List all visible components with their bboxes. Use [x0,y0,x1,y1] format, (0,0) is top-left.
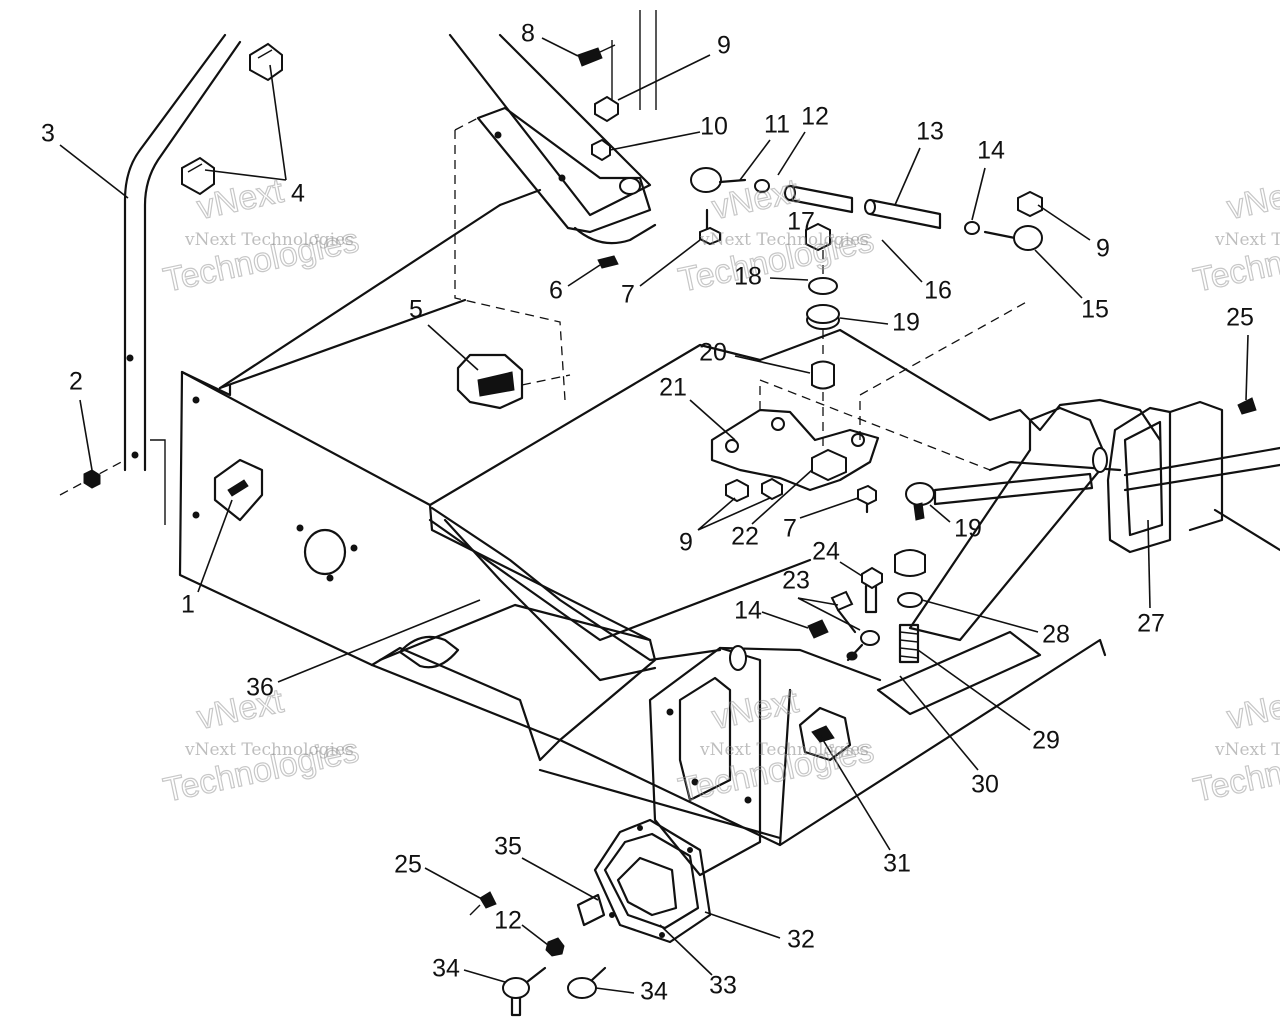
callout-22: 22 [731,523,759,551]
watermark-line1: vNext Technologies [699,740,869,760]
callout-6: 6 [549,277,563,305]
nut-22 [761,477,783,501]
callout-29: 29 [1032,727,1060,755]
center-channel [430,506,722,682]
bolt-8 [577,44,616,67]
mount-pad-5 [456,353,571,410]
mount-pad-31 [798,706,852,762]
callout-19: 19 [954,515,982,543]
callout-2: 2 [69,368,83,396]
watermark-line2: vNext [1224,682,1280,737]
steering-plate [710,299,1031,492]
tie-rod-right [905,472,1094,521]
bolt-25-lower [469,891,497,916]
watermark-line1: vNext Technologies [184,740,354,760]
bushing-top [249,42,283,82]
callout-1: 1 [181,591,195,619]
callout-34: 34 [432,955,460,983]
rod-end-34-right [567,966,607,999]
callout-23: 23 [782,567,810,595]
callout-7: 7 [783,515,797,543]
tie-rod-upper [690,167,1043,251]
callout-7: 7 [621,281,635,309]
nut-9-plate-a [725,478,749,503]
watermark-line1: vNext Technologies [184,230,354,250]
callout-15: 15 [1081,296,1109,324]
bolt-7-upper [699,208,721,246]
callout-4: 4 [291,180,305,208]
leader-lines [59,37,1249,994]
frame-plate [178,188,1162,847]
nut-9-right [1017,190,1043,218]
callout-21: 21 [659,374,687,402]
callout-31: 31 [883,850,911,878]
bolt-6 [597,255,619,269]
rod-end-34-left [502,966,547,1017]
watermark-line1: vNext Technologies [1214,740,1280,760]
callout-19: 19 [892,309,920,337]
callout-9: 9 [717,32,731,60]
callout-32: 32 [787,926,815,954]
bolt-7-lower [857,484,877,514]
callout-36: 36 [246,674,274,702]
callout-12: 12 [494,907,522,935]
nut-9-left [83,469,101,489]
bushing-bottom [181,156,215,196]
watermark-line1: vNext Technologies [1214,230,1280,250]
callout-28: 28 [1042,621,1070,649]
callout-11: 11 [764,111,790,139]
callout-9: 9 [1096,235,1110,263]
pedal-plate [876,630,1042,716]
callout-5: 5 [409,296,423,324]
nut-10 [591,138,611,162]
watermark-line1: vNext Technologies [699,230,869,250]
lower-bracket [648,645,882,877]
callout-25: 25 [394,851,422,879]
spindle-bracket [576,818,712,944]
callout-35: 35 [494,833,522,861]
callout-17: 17 [787,208,815,236]
callout-34: 34 [640,978,668,1006]
callout-12: 12 [801,103,829,131]
right-spindle-arm [908,397,1280,642]
callout-24: 24 [812,538,840,566]
callout-20: 20 [699,339,727,367]
callout-13: 13 [916,118,944,146]
callout-14: 14 [734,597,762,625]
callout-25: 25 [1226,304,1254,332]
watermark-line2: vNext [1224,172,1280,227]
nut-12-lower [545,937,565,957]
callout-9: 9 [679,529,693,557]
callout-33: 33 [709,972,737,1000]
callout-3: 3 [41,120,55,148]
mount-pad-1 [213,458,264,522]
callout-14: 14 [977,137,1005,165]
bolt-24 [861,566,883,614]
upper-arm [448,10,657,401]
callout-18: 18 [734,263,762,291]
callout-8: 8 [521,20,535,48]
callout-10: 10 [700,113,728,141]
nut-9-top [594,95,619,123]
spring-stack [894,549,926,664]
kingpin-stack [805,222,840,450]
callout-27: 27 [1137,610,1165,638]
callout-16: 16 [924,277,952,305]
callout-30: 30 [971,771,999,799]
